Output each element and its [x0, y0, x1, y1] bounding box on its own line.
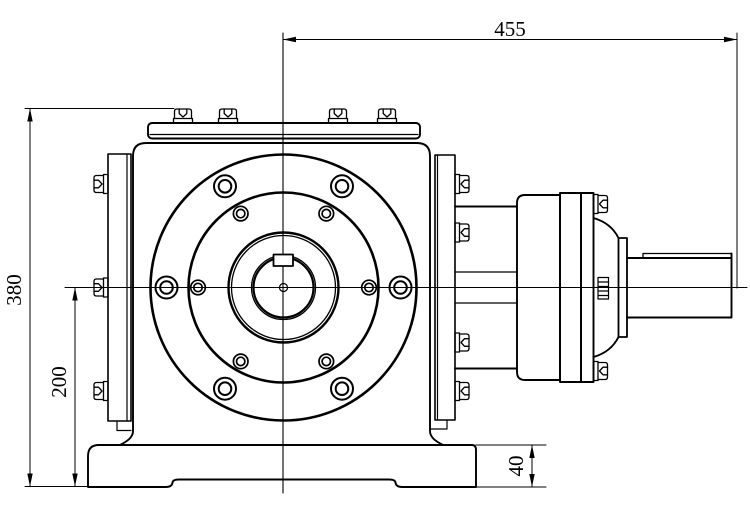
bell-bolt-bottom: [592, 360, 609, 382]
hub-bolt: [232, 353, 249, 370]
dim-label-40: 40: [504, 456, 528, 477]
input-inner-shaft: [454, 271, 518, 304]
center-plug: [597, 276, 610, 300]
right-plate-bottom-step: [430, 419, 448, 430]
front-flange: [149, 153, 418, 422]
dim-label-380: 380: [2, 274, 26, 306]
shaft-key: [642, 252, 733, 259]
right-bolt-2: [454, 222, 470, 243]
dimension-lines: 455 380 200 40: [2, 17, 738, 488]
top-cover-plate: [147, 122, 421, 140]
top-bolt-4: [376, 108, 398, 124]
hub-bolt: [318, 205, 335, 222]
input-assembly: [454, 192, 733, 383]
flange-inner-circle: [187, 191, 380, 384]
bell-bolt-top: [592, 193, 609, 215]
right-bolt-4: [454, 380, 470, 402]
hub-bolt: [318, 353, 335, 370]
hub-chamfer-circle: [230, 234, 337, 341]
ext-lines-40: [475, 444, 547, 488]
flange-outer-circle: [149, 153, 418, 422]
dim-label-455: 455: [494, 17, 526, 41]
right-bolt-1: [454, 173, 470, 195]
center-point-circle: [278, 282, 289, 293]
right-bolt-3: [454, 332, 470, 353]
hub-bolt: [360, 279, 378, 296]
bell-housing: [592, 217, 620, 358]
center-lines: [64, 32, 748, 494]
shaft-collar: [617, 237, 628, 338]
flange-bolt: [213, 376, 237, 401]
top-bolt-1: [172, 108, 194, 124]
linework-root: 455 380 200 40: [2, 17, 748, 494]
gearhead-plate-b: [580, 192, 595, 383]
flange-bolt: [388, 275, 413, 300]
left-plate-bottom-step: [116, 420, 132, 432]
bore-keyway: [272, 253, 294, 267]
flange-bolt: [213, 174, 237, 199]
flange-bolt: [330, 376, 354, 401]
top-bolt-3: [327, 108, 349, 124]
left-side-plate: [107, 153, 132, 432]
left-bolt-top: [93, 173, 109, 195]
flange-bolt: [330, 174, 354, 199]
input-flange: [516, 194, 561, 381]
inner-bolt-pattern: [189, 205, 378, 370]
hub-bolt: [189, 279, 207, 296]
right-side-plate: [430, 154, 456, 430]
dim-label-200: 200: [47, 366, 71, 398]
hub-bolt: [232, 205, 249, 222]
input-shaft: [626, 252, 733, 319]
left-bolt-bottom: [93, 380, 109, 402]
base-plate: [87, 444, 477, 488]
flange-bolt: [154, 275, 179, 300]
input-neck: [454, 205, 518, 370]
dimension-arrows: [27, 36, 737, 487]
hub-outer-circle: [227, 231, 340, 344]
gearbox-body: [87, 122, 477, 488]
outer-bolt-pattern: [154, 174, 413, 401]
top-bolt-2: [217, 108, 239, 124]
housing-outline: [119, 142, 444, 446]
right-plate-outline: [434, 154, 456, 421]
